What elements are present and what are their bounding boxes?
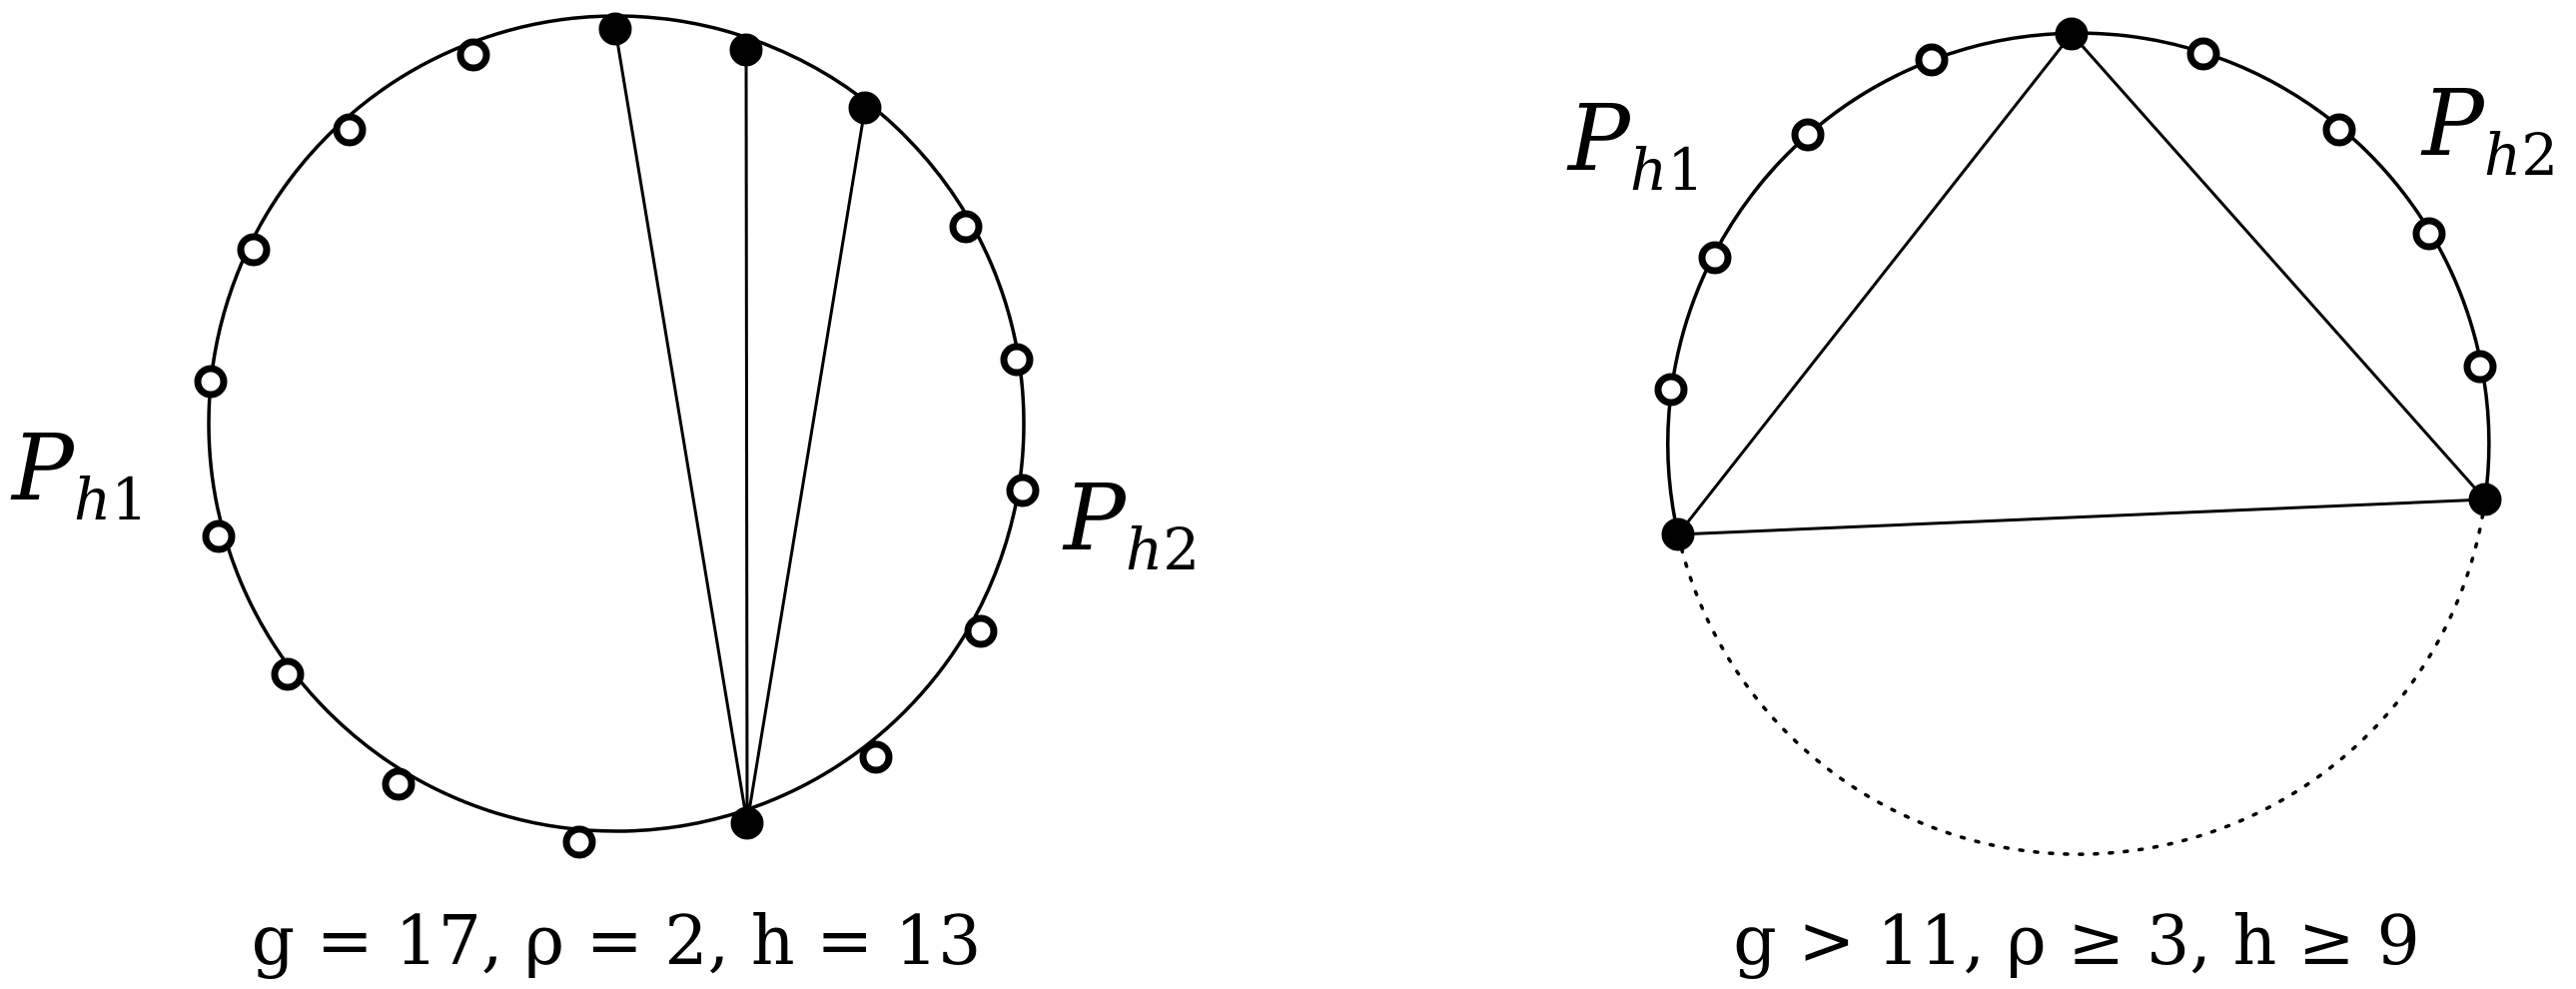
right-triangle-edges (1676, 33, 2487, 536)
right-filled-vertex (2055, 17, 2089, 51)
left-open-vertex (456, 38, 490, 72)
left-open-vertex (194, 365, 228, 399)
right-open-vertices (1654, 37, 2497, 407)
right-open-vertex (1654, 373, 1688, 407)
left-open-vertex (382, 767, 416, 801)
right-open-vertex (2186, 37, 2220, 71)
right-filled-vertices (1661, 17, 2502, 551)
left-filled-vertex (598, 12, 632, 46)
left-caption: g = 17, ρ = 2, h = 13 (252, 902, 982, 981)
left-filled-vertex (730, 806, 764, 840)
right-open-vertex (1698, 241, 1732, 275)
right-triangle-edge (1677, 497, 2486, 536)
right-filled-vertex (1661, 517, 1695, 551)
right-open-vertex (2463, 350, 2497, 384)
right-open-vertex (2322, 113, 2356, 147)
left-chord-3 (745, 107, 867, 824)
right-triangle-edge (1676, 33, 2074, 535)
right-caption: g > 11, ρ ≥ 3, h ≥ 9 (1733, 902, 2419, 981)
right-triangle-edge (2070, 33, 2487, 500)
right-open-vertex (1791, 118, 1825, 152)
left-open-vertex (333, 113, 367, 147)
left-open-vertex (1000, 343, 1034, 377)
left-cycle-circle (207, 14, 1026, 833)
left-open-vertex (1006, 474, 1040, 507)
left-open-vertex (949, 210, 983, 244)
left-diagram: Ph1 Ph2 g = 17, ρ = 2, h = 13 (10, 12, 1200, 981)
left-open-vertex (562, 825, 596, 859)
left-filled-vertex (848, 91, 882, 125)
left-filled-vertex (729, 33, 763, 67)
left-open-vertex (237, 233, 271, 267)
left-filled-vertices (598, 12, 882, 840)
left-open-vertices (194, 38, 1040, 859)
left-open-vertex (202, 519, 236, 553)
right-cycle-arc-solid (1666, 31, 2491, 535)
right-label-p-h1: Ph1 (1566, 85, 1704, 204)
right-open-vertex (1915, 43, 1949, 77)
right-diagram: Ph1 Ph2 g > 11, ρ ≥ 3, h ≥ 9 (1566, 17, 2558, 981)
right-label-p-h2: Ph2 (2420, 70, 2558, 189)
right-open-vertex (2412, 217, 2446, 251)
left-label-p-h2: Ph2 (1062, 465, 1200, 583)
right-filled-vertex (2468, 483, 2502, 516)
left-chord-1 (613, 28, 749, 824)
left-chord-2 (744, 49, 749, 824)
left-open-vertex (859, 740, 893, 774)
left-chords (613, 28, 867, 824)
left-open-vertex (271, 657, 305, 691)
right-cycle-arc-dotted (1676, 497, 2487, 856)
left-open-vertex (964, 614, 998, 648)
left-label-p-h1: Ph1 (10, 415, 148, 533)
